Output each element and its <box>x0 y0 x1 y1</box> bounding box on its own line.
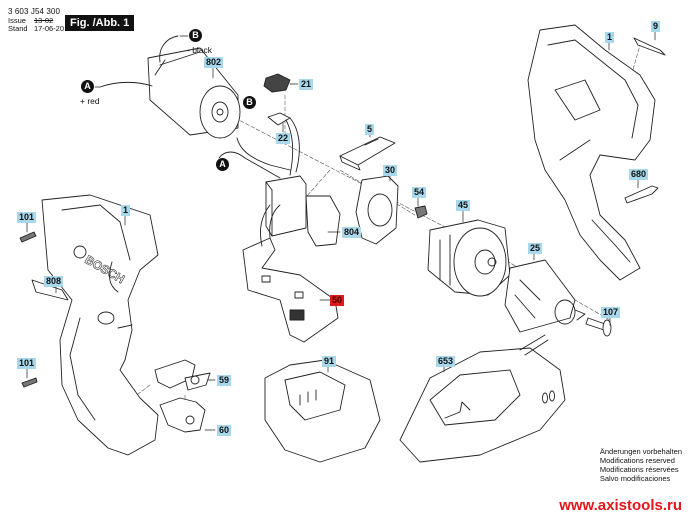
part-label-101-top: 101 <box>17 212 37 223</box>
chuck-screw-107 <box>586 318 611 336</box>
part-label-45: 45 <box>456 200 471 211</box>
part-label-680: 680 <box>629 169 649 180</box>
part-label-59: 59 <box>217 375 232 386</box>
switch-804 <box>266 176 340 246</box>
note-fr: Modifications réservées <box>599 465 679 474</box>
connector-a-marker-2: A <box>216 158 229 171</box>
chuck-25 <box>505 260 585 332</box>
part-label-60: 60 <box>217 425 232 436</box>
issue-stand-labels: Issue Stand <box>8 17 28 33</box>
charger-653 <box>400 335 565 462</box>
gearbox-45 <box>428 220 510 296</box>
part-label-107: 107 <box>601 307 621 318</box>
switch-plate-22 <box>268 113 299 175</box>
screw-101-top <box>20 232 36 242</box>
battery-pack-91 <box>265 360 380 462</box>
modification-notes: Änderungen vorbehalten Modifications res… <box>600 447 682 483</box>
slide-switch-5 <box>340 137 395 170</box>
connector-b-marker: B <box>189 29 202 42</box>
red-wire-note: + red <box>80 96 100 106</box>
part-label-808: 808 <box>44 276 64 287</box>
battery-indicator-cover-59 <box>155 360 210 390</box>
connector-a-marker: A <box>81 80 94 93</box>
part-label-91: 91 <box>322 356 337 367</box>
issue-label: Issue <box>8 16 26 25</box>
black-wire-note: - black <box>187 45 213 55</box>
screwdriver-bit-680 <box>625 186 658 203</box>
document-number: 3 603 J54 300 <box>8 7 61 16</box>
part-label-9: 9 <box>651 21 661 32</box>
stand-date: 17-06-20 <box>34 24 65 33</box>
switch-cap-21 <box>264 74 290 92</box>
issue-date: 13-02 <box>34 16 54 25</box>
part-label-30: 30 <box>383 165 398 176</box>
part-label-804: 804 <box>342 227 362 238</box>
part-label-5: 5 <box>365 124 375 135</box>
note-es: Salvo modificaciones <box>599 474 671 483</box>
website-link[interactable]: www.axistools.ru <box>559 497 682 514</box>
leader-lines <box>27 32 655 430</box>
part-label-25: 25 <box>528 243 543 254</box>
part-label-21: 21 <box>299 79 314 90</box>
note-de: Änderungen vorbehalten <box>599 447 682 456</box>
part-label-653: 653 <box>436 356 456 367</box>
part-label-50: 50 <box>330 295 345 306</box>
part-label-101-bottom: 101 <box>17 358 37 369</box>
stand-label: Stand <box>8 24 28 33</box>
housing-left-1: BOSCH <box>42 195 158 455</box>
figure-title: Fig. /Abb. 1 <box>65 15 135 31</box>
note-en: Modifications reserved <box>599 456 675 465</box>
screw-101-bottom <box>22 378 37 387</box>
circuit-board-50 <box>243 205 338 342</box>
gear-bracket-30 <box>356 176 398 244</box>
label-9 <box>634 38 665 55</box>
part-label-54: 54 <box>412 187 427 198</box>
issue-stand-dates: 13-02 17-06-20 <box>34 17 64 33</box>
screw-54 <box>415 206 427 218</box>
housing-right-1 <box>528 25 655 280</box>
part-label-802: 802 <box>204 57 224 68</box>
connector-b-marker-2: B <box>243 96 256 109</box>
wire-loom <box>219 138 290 178</box>
battery-indicator-plate-60 <box>160 398 205 432</box>
part-label-22: 22 <box>276 133 291 144</box>
part-label-1-left: 1 <box>121 205 131 216</box>
motor-802 <box>148 48 240 138</box>
part-label-1-right: 1 <box>605 32 615 43</box>
motor-wires <box>100 36 178 87</box>
